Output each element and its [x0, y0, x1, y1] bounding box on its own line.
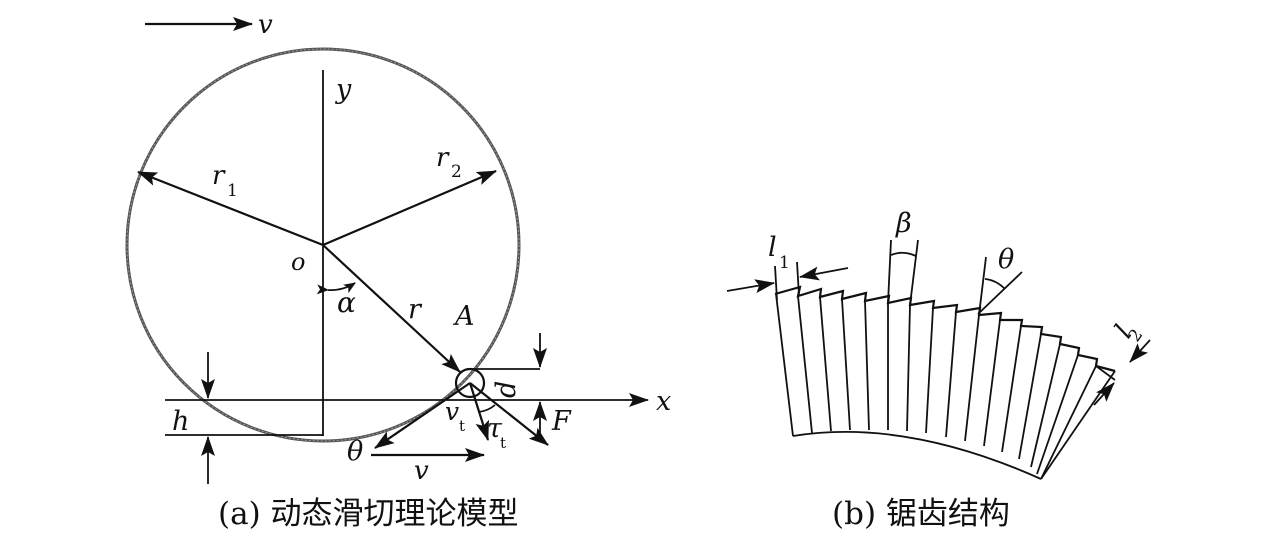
sawtooth-inner-edge	[792, 431, 1042, 480]
radius-r-arrow	[322, 244, 461, 373]
l1-arrow-left	[726, 279, 775, 294]
l2-arrow-bottom	[1093, 382, 1115, 406]
theta-line-b	[977, 271, 1023, 315]
panel-a-sliding-cut-model: v y x h o r 1 r 2 r A α	[125, 10, 671, 532]
l1-label: l	[768, 232, 777, 263]
alpha-angle-arc	[316, 282, 356, 295]
blade-circle-texture	[126, 48, 520, 442]
theta-label-a: θ	[347, 436, 363, 467]
r1-subscript: 1	[227, 181, 238, 201]
l2-arrow-top	[1129, 339, 1151, 363]
sawtooth-outer-edge	[774, 285, 1116, 373]
y-axis-label: y	[335, 74, 352, 105]
sawtooth-strip	[774, 285, 1116, 480]
x-axis-label: x	[656, 386, 671, 417]
d-label: d	[491, 381, 522, 398]
velocity-label-bottom: v	[414, 456, 429, 486]
beta-label: β	[895, 208, 912, 239]
tangent-theta-arrow	[374, 382, 471, 449]
beta-arc	[890, 251, 917, 257]
theta-ref-b	[978, 256, 987, 316]
vt-label: v	[445, 397, 459, 426]
center-label-o: o	[291, 248, 305, 276]
l1-tick-right	[796, 261, 800, 297]
tau-subscript: t	[500, 434, 506, 452]
theta-arc-b	[984, 278, 1006, 290]
beta-line-right	[909, 239, 919, 306]
point-a-label: A	[452, 301, 475, 332]
radius-r1-arrow	[137, 170, 324, 247]
l1-arrow-right	[799, 266, 849, 281]
l1-tick-left	[774, 265, 778, 301]
vt-subscript: t	[459, 417, 465, 435]
r-label: r	[408, 294, 423, 325]
velocity-label-top: v	[258, 10, 273, 40]
panel-b-sawtooth-structure: l 1 β θ l 2 (b) 锯齿结构	[726, 208, 1151, 532]
r2-label: r	[436, 143, 450, 173]
f-label: F	[551, 406, 572, 437]
caption-a: (a) 动态滑切理论模型	[218, 496, 519, 532]
theta-label-b: θ	[998, 244, 1014, 275]
l1-subscript: 1	[779, 253, 790, 273]
r2-subscript: 2	[451, 162, 462, 182]
caption-b: (b) 锯齿结构	[832, 496, 1010, 532]
force-f-arrow	[469, 382, 549, 446]
l2-subscript: 2	[1125, 326, 1148, 346]
l2-ext-line	[1095, 365, 1116, 381]
tau-label: τ	[487, 413, 503, 444]
tau-angle-arc	[477, 404, 496, 413]
radius-r2-arrow	[322, 169, 497, 247]
beta-line-left	[887, 239, 892, 304]
alpha-label: α	[337, 286, 356, 319]
r1-label: r	[212, 161, 226, 191]
h-label: h	[172, 406, 189, 437]
